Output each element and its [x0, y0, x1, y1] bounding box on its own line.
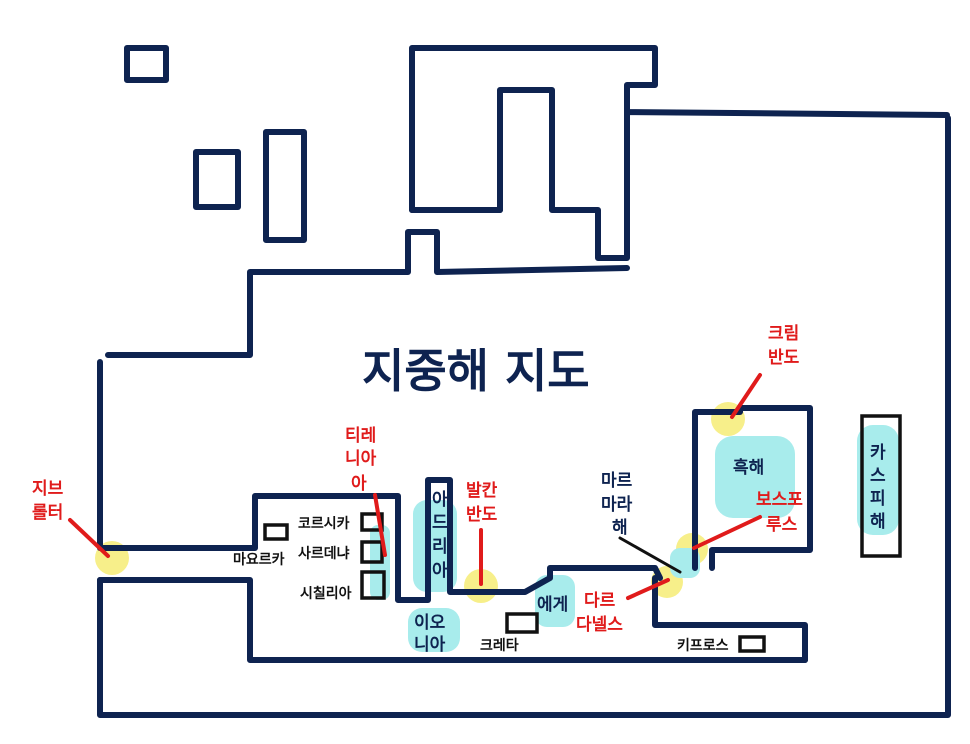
black-sea-label: 흑해	[733, 457, 764, 478]
black-sea-coast	[692, 405, 813, 571]
aegean-highlight	[535, 575, 575, 627]
anatolia-coast	[652, 575, 808, 663]
mallorca-label: 마요르카	[233, 552, 285, 568]
black-sea-highlight	[715, 436, 795, 518]
pointer-lines	[68, 373, 762, 600]
dardanelles-label-2: 다넬스	[576, 615, 623, 635]
marmara-pointer	[618, 536, 682, 574]
tyrrhenian-pointer	[373, 493, 387, 557]
marmara-label-1: 마르	[601, 471, 633, 491]
bosporus-label-1: 보스포	[756, 490, 803, 510]
ionian-label-1: 이오	[414, 613, 446, 633]
corsica-label: 코르시카	[298, 516, 350, 532]
africa-north-coast	[97, 577, 808, 663]
bosporus-label-2: 루스	[766, 515, 798, 535]
gibraltar-label-2: 롤터	[32, 503, 63, 523]
crimea-pointer	[730, 373, 762, 419]
adriatic-highlight	[413, 500, 457, 592]
caspian-highlight	[857, 425, 899, 535]
ireland-island	[193, 149, 241, 210]
europe-north-coast	[105, 229, 630, 358]
gibraltar-label-1: 지브	[32, 479, 64, 499]
balkan-label-2: 반도	[466, 505, 498, 525]
adriatic-label-4: 아	[432, 561, 448, 581]
scandinavia-coast	[409, 45, 950, 261]
crimea-label-2: 반도	[768, 348, 800, 368]
africa-coast	[97, 115, 951, 718]
caspian-label-4: 해	[870, 512, 886, 532]
britain-island	[263, 129, 307, 243]
bosporus-pointer	[692, 515, 762, 550]
tyrrhenian-label-2: 니아	[345, 449, 377, 469]
tyrrhenian-label-1: 티레	[345, 426, 376, 446]
ionian-label-2: 니아	[414, 635, 446, 655]
caspian-label-2: 스	[870, 466, 886, 486]
mallorca-island	[263, 523, 289, 541]
crimea-label-1: 크림	[768, 324, 799, 344]
marmara-label-2: 마라	[601, 495, 633, 515]
northern-islands	[124, 45, 307, 243]
aegean-label: 에게	[537, 595, 568, 615]
caspian-label-1: 카	[870, 443, 886, 463]
dardanelles-pointer	[626, 578, 670, 600]
sardinia-island	[360, 540, 384, 564]
balkan-label-1: 발칸	[466, 481, 498, 501]
map-title: 지중해 지도	[362, 344, 590, 398]
sicily-label: 시칠리아	[300, 585, 352, 602]
tyrrhenian-label-3: 아	[351, 474, 367, 494]
iberia-coast	[97, 359, 663, 603]
dardanelles-label-1: 다르	[584, 591, 616, 611]
marmara-label-3: 해	[612, 518, 628, 538]
ionian-highlight	[408, 608, 460, 652]
adriatic-label-1: 아	[432, 490, 448, 510]
gibraltar-pointer	[68, 518, 110, 558]
adriatic-label-3: 리	[432, 537, 448, 557]
cyprus-label: 키프로스	[677, 638, 729, 654]
crete-label: 크레타	[480, 638, 519, 654]
sardinia-label: 사르데냐	[298, 546, 350, 562]
cyprus-island	[738, 635, 766, 653]
corsica-island	[360, 512, 384, 532]
adriatic-label-2: 드	[432, 513, 448, 533]
med-islands	[263, 512, 766, 653]
sicily-island	[360, 570, 386, 600]
caspian-outline	[860, 414, 902, 558]
iceland-island	[124, 45, 169, 83]
crete-island	[505, 612, 539, 634]
caspian-label-3: 피	[870, 489, 886, 509]
